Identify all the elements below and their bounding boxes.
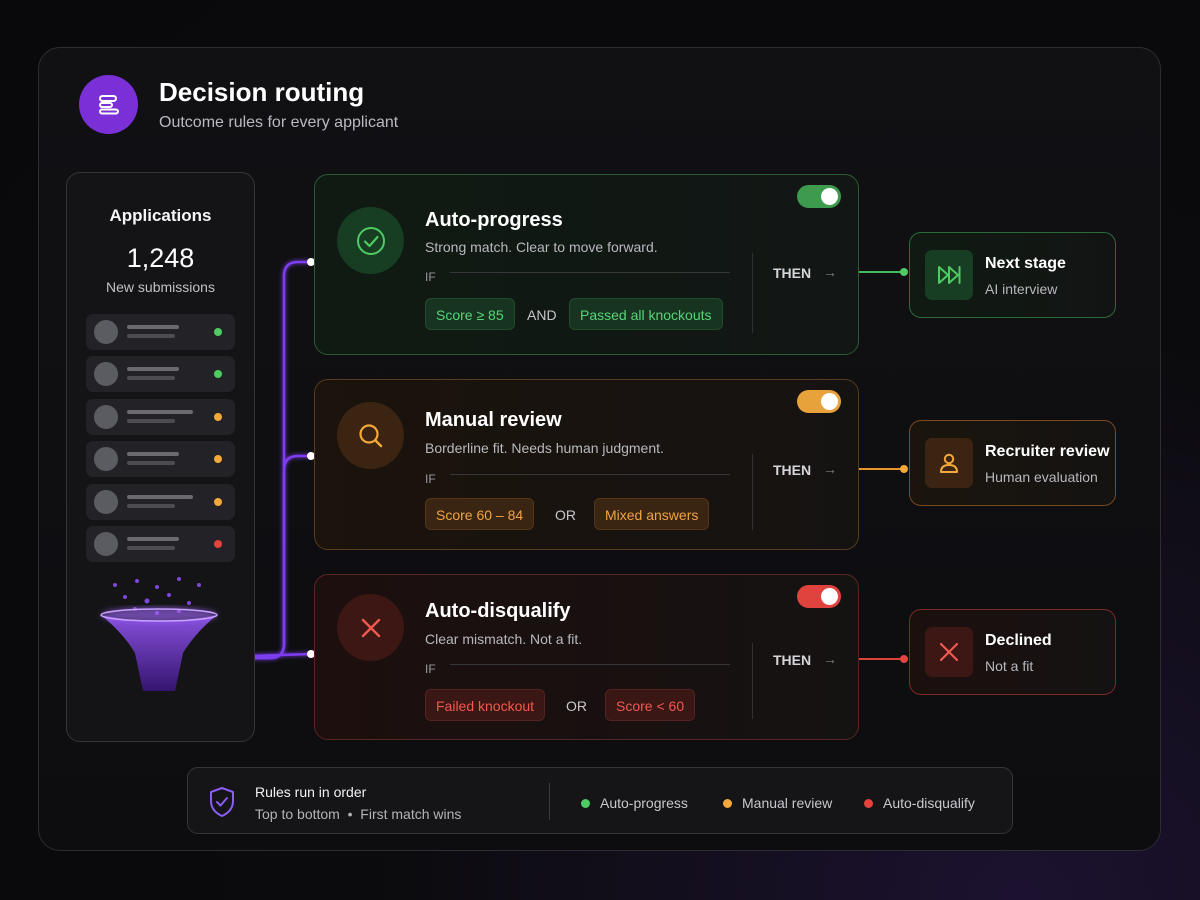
condition-chip[interactable]: Score < 60 [605,689,696,721]
rule-title: Auto-disqualify [425,600,571,622]
fast-forward-icon [925,250,973,300]
outcome-next-stage[interactable]: Next stage AI interview [909,232,1116,318]
avatar-icon [94,320,118,344]
connector-node [307,452,315,460]
enable-toggle[interactable] [797,390,841,413]
applicant-row[interactable] [86,314,235,350]
rule-title: Auto-progress [425,209,563,231]
legend-label: Auto-disqualify [883,795,975,811]
then-node-orange [900,465,908,473]
search-icon [337,402,404,469]
condition-chip[interactable]: Score 60 – 84 [425,498,535,530]
outcome-title: Next stage [985,255,1066,272]
operator-label: AND [527,307,557,323]
enable-toggle[interactable] [797,185,841,208]
legend-dot [723,799,732,808]
then-node-green [900,268,908,276]
arrow-right-icon: → [823,651,837,667]
list-icon [79,75,138,134]
applications-panel: Applications 1,248 New submissions [66,172,255,742]
rule-title: Manual review [425,409,562,431]
outcome-subtitle: Human evaluation [985,469,1098,485]
applicant-row[interactable] [86,441,235,477]
operator-label: OR [555,507,576,523]
applicant-row[interactable] [86,356,235,392]
connector-manual-review [190,454,311,660]
x-icon [925,627,973,677]
status-dot [214,413,222,421]
legend-dot [581,799,590,808]
then-label: THEN [773,265,812,281]
legend-dot [864,799,873,808]
if-label: IF [425,662,436,676]
rule-description: Clear mismatch. Not a fit. [425,631,583,647]
applications-title: Applications [109,206,212,225]
condition-chip[interactable]: Passed all knockouts [569,298,723,330]
footer-title: Rules run in order [255,784,367,800]
shield-check-icon [210,787,234,817]
check-circle-icon [337,207,404,274]
outcome-recruiter-review[interactable]: Recruiter review Human evaluation [909,420,1116,506]
avatar-icon [94,447,118,471]
page-subtitle: Outcome rules for every applicant [159,114,399,131]
funnel-icon [100,577,218,691]
avatar-icon [94,532,118,556]
status-dot [214,328,222,336]
then-label: THEN [773,652,812,668]
legend-item: Auto-progress [581,795,688,811]
condition-chip[interactable]: Score ≥ 85 [425,298,515,330]
user-icon [925,438,973,488]
applicant-row[interactable] [86,526,235,562]
avatar-icon [94,405,118,429]
avatar-icon [94,362,118,386]
condition-chip[interactable]: Failed knockout [425,689,546,721]
legend-item: Auto-disqualify [864,795,975,811]
rule-card-manual-review[interactable]: Manual review Borderline fit. Needs huma… [314,379,859,550]
outcome-subtitle: Not a fit [985,658,1034,674]
rule-description: Borderline fit. Needs human judgment. [425,440,664,456]
outcome-title: Declined [985,632,1052,649]
condition-chip[interactable]: Mixed answers [594,498,710,530]
if-label: IF [425,472,436,486]
rule-card-auto-progress[interactable]: Auto-progress Strong match. Clear to mov… [314,174,859,355]
applicant-row[interactable] [86,399,235,435]
operator-label: OR [566,698,587,714]
outcome-declined[interactable]: Declined Not a fit [909,609,1116,695]
connector-node [307,258,315,266]
status-dot [214,370,222,378]
status-dot [214,455,222,463]
arrow-right-icon: → [823,264,837,280]
applications-subtitle: New submissions [106,279,215,295]
then-node-red [900,655,908,663]
avatar-icon [94,490,118,514]
footer-subtitle: Top to bottom • First match wins [255,806,462,822]
if-label: IF [425,270,436,284]
footer-bar: Rules run in order Top to bottom • First… [187,767,1013,834]
connector-node [307,650,315,658]
arrow-right-icon: → [823,461,837,477]
legend-label: Manual review [742,795,833,811]
rule-description: Strong match. Clear to move forward. [425,239,658,255]
page-title: Decision routing [159,77,365,107]
outcome-title: Recruiter review [985,443,1110,460]
applications-count: 1,248 [126,243,195,273]
applicant-row[interactable] [86,484,235,520]
then-label: THEN [773,462,812,478]
legend-label: Auto-progress [600,795,688,811]
outcome-subtitle: AI interview [985,281,1058,297]
x-icon [337,594,404,661]
rule-card-auto-disqualify[interactable]: Auto-disqualify Clear mismatch. Not a fi… [314,574,859,740]
status-dot [214,540,222,548]
enable-toggle[interactable] [797,585,841,608]
status-dot [214,498,222,506]
legend-item: Manual review [723,795,832,811]
